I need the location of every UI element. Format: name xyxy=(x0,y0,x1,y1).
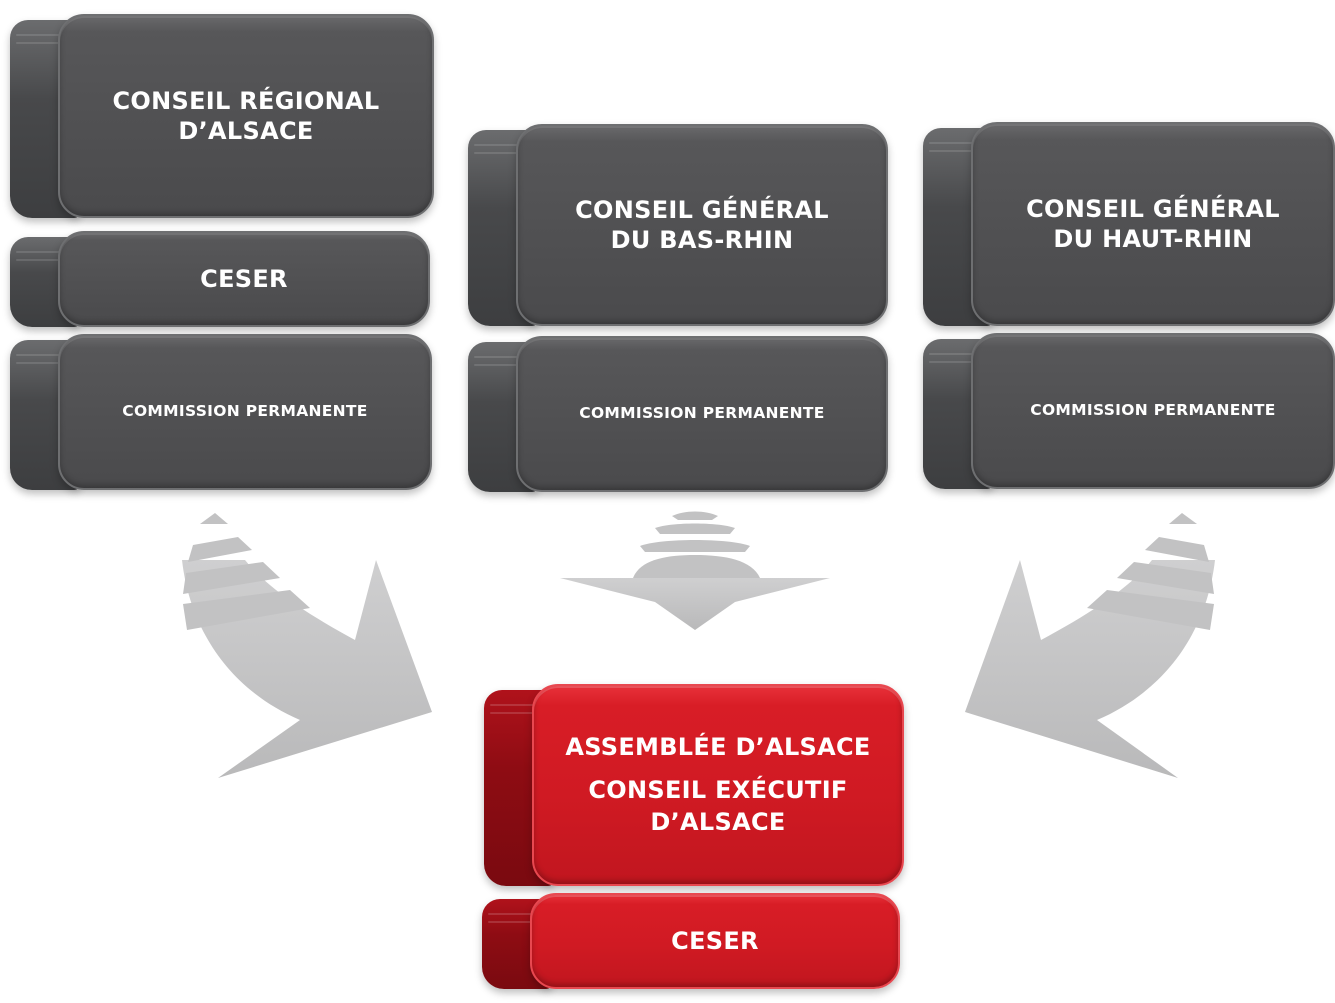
ceser-left-block: CESER xyxy=(10,231,430,327)
assemblee-alsace-label: ASSEMBLÉE D’ALSACE xyxy=(565,733,871,762)
conseil-haut-rhin-line1: CONSEIL GÉNÉRAL xyxy=(1026,195,1280,223)
conseil-executif-line2: D’ALSACE xyxy=(650,808,786,837)
conseil-haut-rhin-line2: DU HAUT-RHIN xyxy=(1053,225,1253,253)
ceser-left-label: CESER xyxy=(200,265,288,293)
assemblee-alsace-block: ASSEMBLÉE D’ALSACE CONSEIL EXÉCUTIF D’AL… xyxy=(484,684,904,886)
conseil-bas-rhin-line1: CONSEIL GÉNÉRAL xyxy=(575,196,829,224)
conseil-executif-line1: CONSEIL EXÉCUTIF xyxy=(588,775,848,804)
commission-middle-block: COMMISSION PERMANENTE xyxy=(468,336,888,492)
commission-right-label: COMMISSION PERMANENTE xyxy=(1030,401,1276,420)
conseil-regional-block: CONSEIL RÉGIONAL D’ALSACE xyxy=(10,14,434,218)
arrow-left-icon xyxy=(182,513,432,778)
ceser-target-label: CESER xyxy=(671,927,759,955)
conseil-haut-rhin-block: CONSEIL GÉNÉRAL DU HAUT-RHIN xyxy=(923,122,1335,326)
commission-middle-label: COMMISSION PERMANENTE xyxy=(579,404,825,423)
commission-left-label: COMMISSION PERMANENTE xyxy=(122,402,368,421)
ceser-target-block: CESER xyxy=(482,893,900,989)
commission-left-block: COMMISSION PERMANENTE xyxy=(10,334,432,490)
conseil-regional-line1: CONSEIL RÉGIONAL xyxy=(112,87,380,115)
arrow-middle-icon xyxy=(560,511,830,630)
commission-right-block: COMMISSION PERMANENTE xyxy=(923,333,1335,489)
conseil-bas-rhin-block: CONSEIL GÉNÉRAL DU BAS-RHIN xyxy=(468,124,888,326)
conseil-bas-rhin-line2: DU BAS-RHIN xyxy=(610,226,794,254)
conseil-regional-line2: D’ALSACE xyxy=(178,117,314,145)
arrow-right-icon xyxy=(965,513,1215,778)
